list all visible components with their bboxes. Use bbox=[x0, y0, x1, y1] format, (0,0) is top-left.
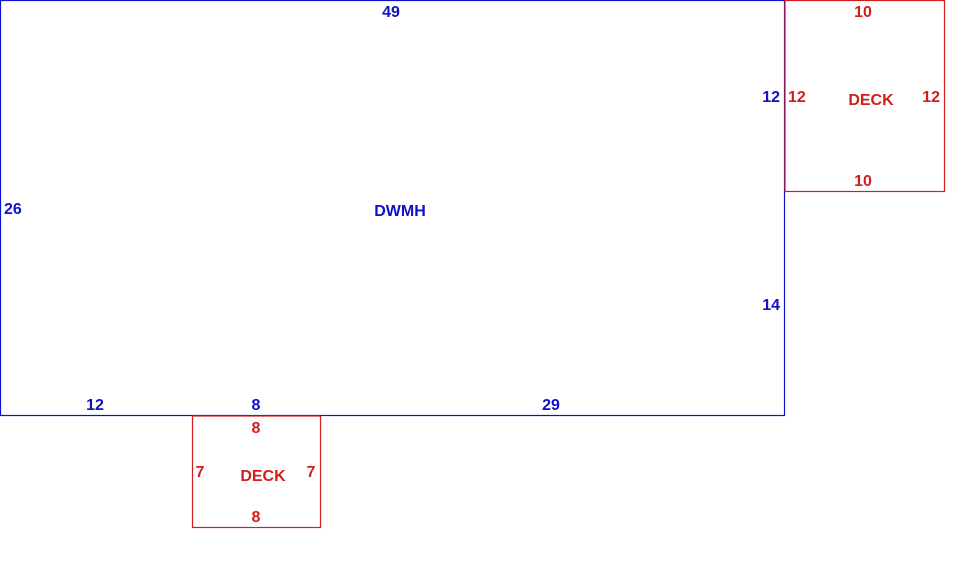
deck-right-outline bbox=[784, 0, 946, 193]
dim-deck-right-right: 12 bbox=[922, 89, 940, 106]
deck-bottom-name: DECK bbox=[240, 468, 286, 485]
deck-right: DECK 10 10 12 12 bbox=[784, 0, 946, 193]
dim-deck-bottom-bottom: 8 bbox=[252, 509, 261, 526]
dim-deck-bottom-left: 7 bbox=[196, 464, 205, 481]
dim-main-right-lower: 14 bbox=[762, 297, 780, 314]
dim-deck-right-left: 12 bbox=[788, 89, 806, 106]
main-structure: DWMH 49 26 12 14 12 8 29 bbox=[0, 0, 786, 417]
main-structure-outline bbox=[0, 0, 786, 417]
dim-main-top: 49 bbox=[382, 4, 400, 21]
dim-deck-right-top: 10 bbox=[854, 4, 872, 21]
dim-main-bottom-middle: 8 bbox=[252, 397, 261, 414]
deck-right-name: DECK bbox=[848, 92, 894, 109]
main-structure-name: DWMH bbox=[374, 203, 426, 220]
deck-bottom: DECK 8 8 7 7 bbox=[191, 415, 322, 529]
dim-main-bottom-left: 12 bbox=[86, 397, 104, 414]
dim-deck-right-bottom: 10 bbox=[854, 173, 872, 190]
dim-deck-bottom-top: 8 bbox=[252, 420, 261, 437]
dim-main-right-upper: 12 bbox=[762, 89, 780, 106]
dim-deck-bottom-right: 7 bbox=[307, 464, 316, 481]
dim-main-left: 26 bbox=[4, 201, 22, 218]
dim-main-bottom-right: 29 bbox=[542, 397, 560, 414]
deck-bottom-outline bbox=[191, 415, 322, 529]
